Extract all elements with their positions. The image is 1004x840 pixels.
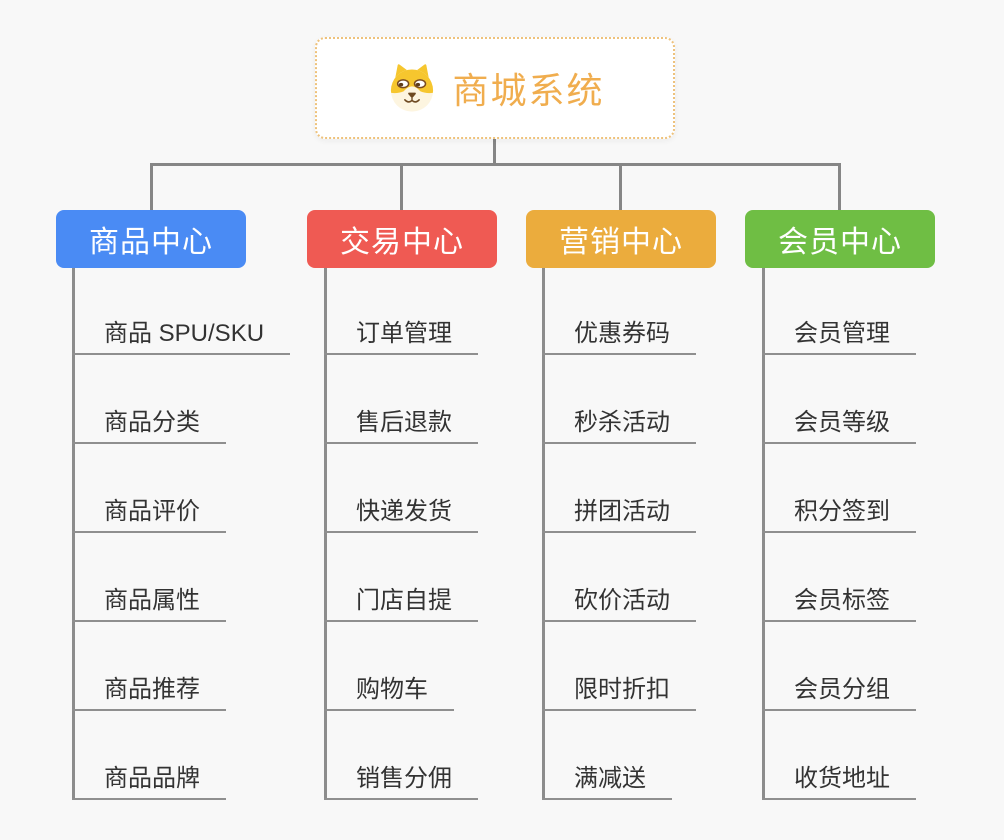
leaf-item[interactable]: 会员标签	[762, 582, 916, 622]
branch-label: 会员中心	[778, 226, 902, 259]
leaf-item[interactable]: 砍价活动	[542, 582, 696, 622]
connector-drop-product	[150, 163, 153, 210]
leaf-item[interactable]: 收货地址	[762, 760, 916, 800]
connector-drop-member	[838, 163, 841, 210]
column-stem-marketing	[542, 268, 545, 800]
branch-node-member-center[interactable]: 会员中心	[745, 210, 935, 268]
column-stem-product	[72, 268, 75, 800]
root-node-title: 商城系统	[452, 70, 605, 111]
leaf-item[interactable]: 商品 SPU/SKU	[72, 315, 291, 355]
branch-node-product-center[interactable]: 商品中心	[56, 210, 246, 268]
root-node-mall-system[interactable]: 商城系统	[315, 37, 675, 139]
root-connector-stem	[493, 139, 496, 166]
leaf-item[interactable]: 门店自提	[324, 582, 478, 622]
leaf-item[interactable]: 售后退款	[324, 404, 478, 444]
leaf-item[interactable]: 购物车	[324, 671, 454, 711]
column-stem-member	[762, 268, 765, 800]
leaf-item[interactable]: 会员分组	[762, 671, 916, 711]
leaf-item[interactable]: 积分签到	[762, 493, 916, 533]
branch-node-marketing-center[interactable]: 营销中心	[526, 210, 716, 268]
leaf-item[interactable]: 商品评价	[72, 493, 226, 533]
leaf-item[interactable]: 商品品牌	[72, 760, 226, 800]
leaf-item[interactable]: 会员等级	[762, 404, 916, 444]
branch-label: 交易中心	[340, 226, 464, 259]
leaf-item[interactable]: 拼团活动	[542, 493, 696, 533]
leaf-item[interactable]: 优惠券码	[542, 315, 696, 355]
branch-label: 营销中心	[559, 226, 683, 259]
shiba-dog-icon	[391, 64, 434, 112]
leaf-item[interactable]: 订单管理	[324, 315, 478, 355]
connector-drop-trade	[400, 163, 403, 210]
leaf-item[interactable]: 商品推荐	[72, 671, 226, 711]
leaf-item[interactable]: 商品属性	[72, 582, 226, 622]
leaf-item[interactable]: 限时折扣	[542, 671, 696, 711]
branch-connector-bus	[150, 163, 841, 166]
leaf-item[interactable]: 快递发货	[324, 493, 478, 533]
branch-node-trade-center[interactable]: 交易中心	[307, 210, 497, 268]
leaf-item[interactable]: 满减送	[542, 760, 672, 800]
leaf-item[interactable]: 销售分佣	[324, 760, 478, 800]
leaf-item[interactable]: 秒杀活动	[542, 404, 696, 444]
leaf-item[interactable]: 会员管理	[762, 315, 916, 355]
connector-drop-marketing	[619, 163, 622, 210]
branch-label: 商品中心	[89, 226, 213, 259]
column-stem-trade	[324, 268, 327, 800]
leaf-item[interactable]: 商品分类	[72, 404, 226, 444]
